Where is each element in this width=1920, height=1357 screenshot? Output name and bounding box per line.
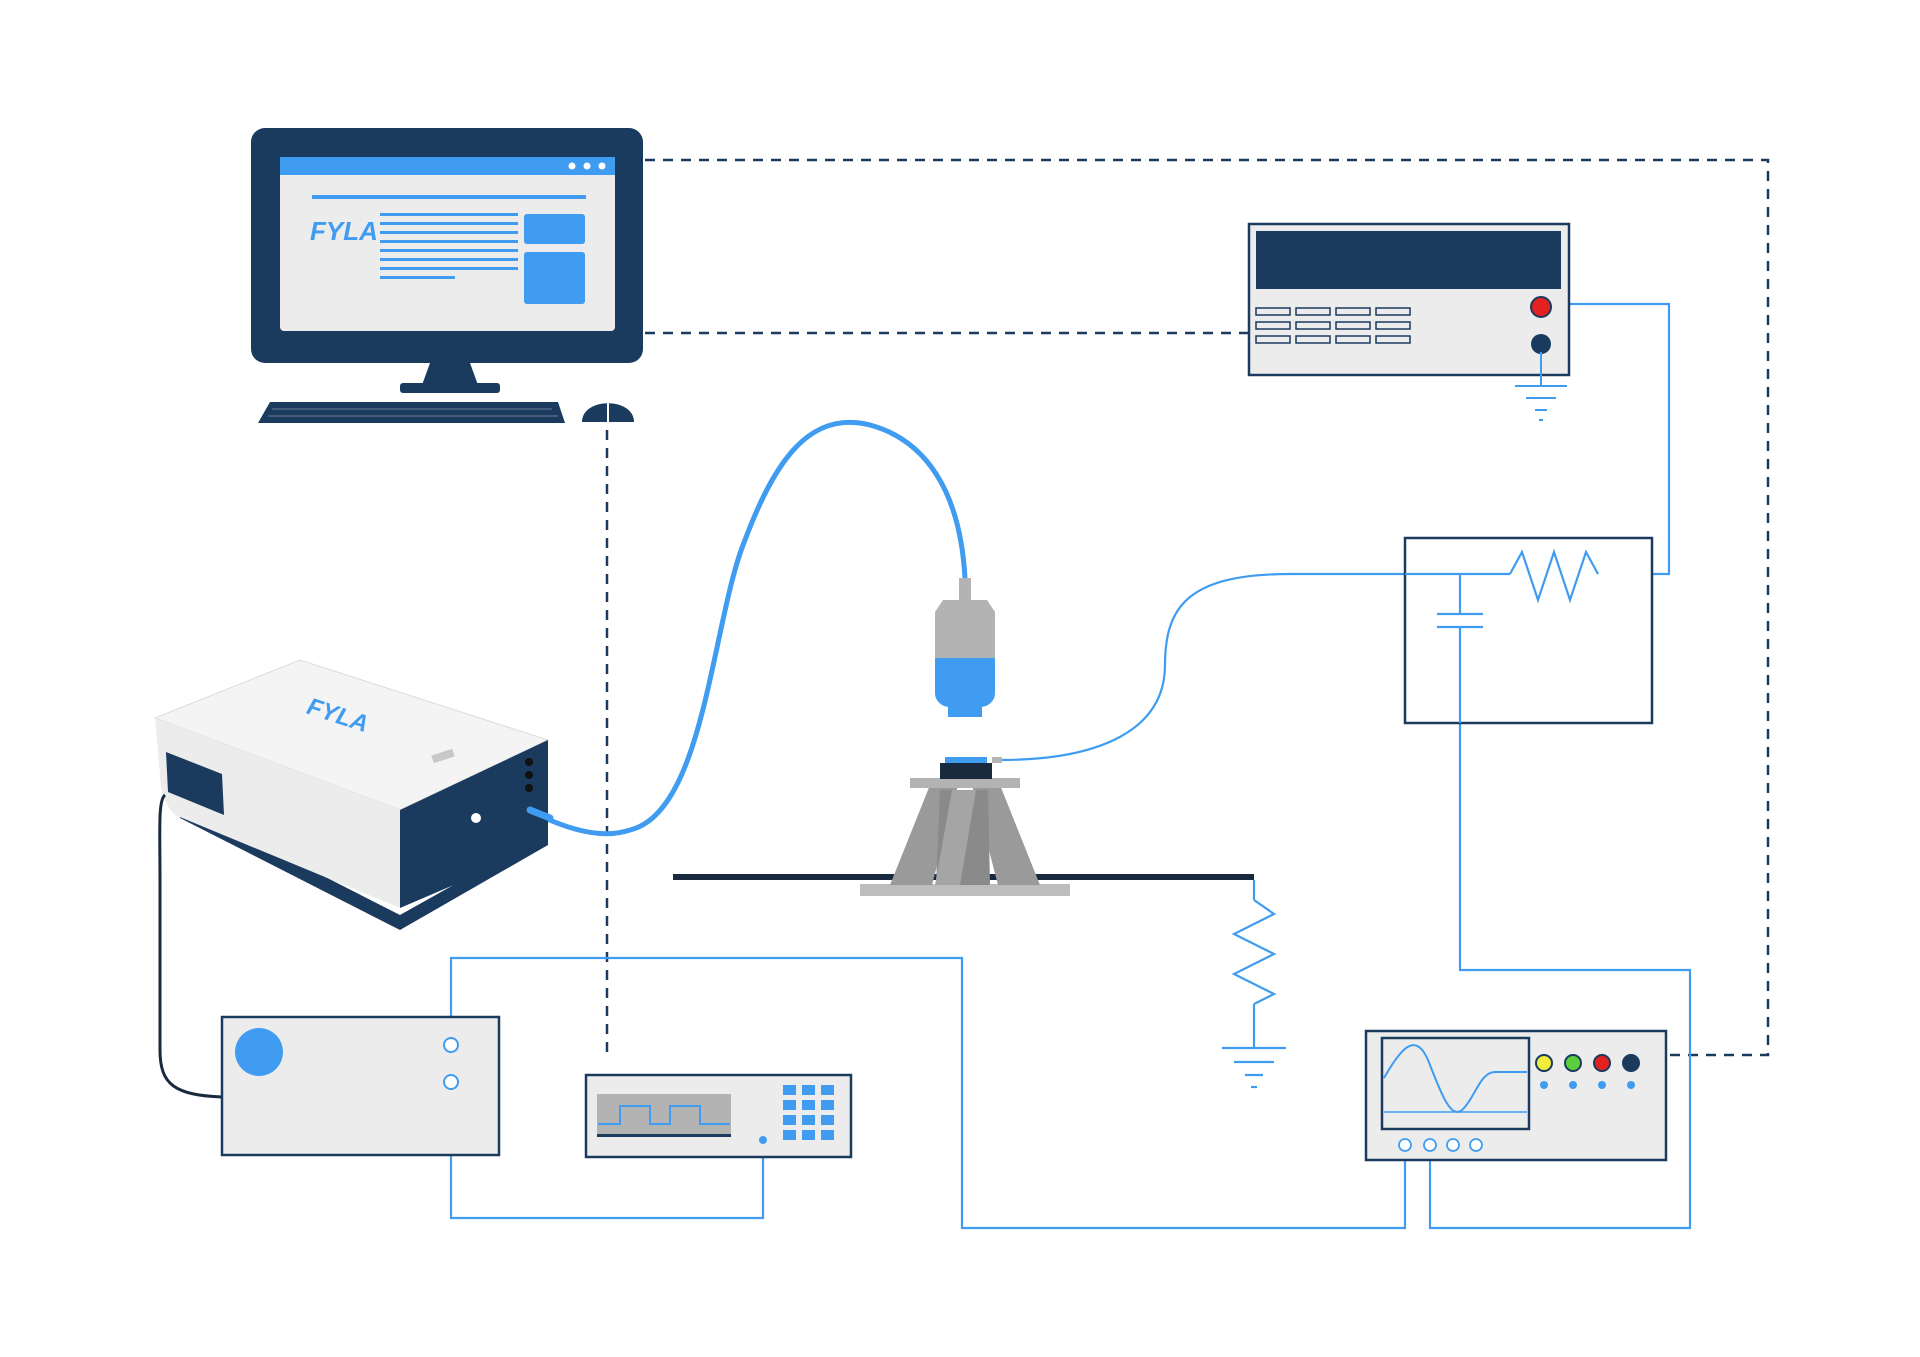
generator-keypad [783, 1085, 834, 1140]
oscilloscope-screen [1380, 1036, 1531, 1131]
rc-filter-icon [1403, 536, 1654, 725]
sample-holder [940, 763, 992, 779]
controller-port-icon [443, 1037, 459, 1053]
screen-text-lines [380, 213, 518, 279]
wire-rc-to-oscilloscope [1428, 644, 1692, 1230]
laser-indicator [431, 748, 455, 764]
monitor-base [400, 383, 500, 393]
dc-power-supply-icon [1247, 222, 1571, 377]
window-dot-icon [598, 162, 606, 170]
sample-contact-probe [992, 757, 1002, 763]
power-supply-display [1256, 231, 1561, 289]
resistor-icon [1231, 899, 1277, 1005]
ground-symbol-icon [1222, 1046, 1286, 1089]
laser-power-cable [158, 793, 223, 1099]
square-wave-icon [598, 1105, 730, 1125]
laser-fiber-port [526, 806, 554, 822]
controller-port-icon [443, 1074, 459, 1090]
objective-lens-icon [935, 578, 995, 717]
controller-box-icon [220, 1015, 501, 1157]
laser-front-panel [400, 740, 548, 908]
resistor-icon [1509, 548, 1599, 604]
channel-indicator-dots [1540, 1081, 1635, 1089]
laser-button-icon [525, 771, 533, 779]
laser-button-icon [525, 784, 533, 792]
channel-1-terminal-icon [1535, 1054, 1553, 1072]
laser-button-icon [525, 758, 533, 766]
fiber-laser-icon: FYLA [153, 659, 554, 930]
laser-base [180, 803, 548, 930]
screen-titlebar [280, 157, 615, 175]
channel-4-terminal-icon [1622, 1054, 1640, 1072]
sample [945, 757, 987, 763]
mouse-icon [582, 402, 634, 422]
screen-header-rule [312, 195, 586, 199]
channel-2-terminal-icon [1564, 1054, 1582, 1072]
window-dot-icon [583, 162, 591, 170]
tripod-stage-icon [673, 757, 1254, 896]
laser-key-switch-icon [471, 813, 481, 823]
screen-panel-small [524, 214, 585, 244]
keyboard-icon [258, 402, 565, 423]
negative-terminal-icon [1531, 334, 1551, 354]
function-generator-icon [584, 1073, 853, 1159]
controller-dial-icon [235, 1028, 283, 1076]
screen-panel-large [524, 252, 585, 304]
ground-symbol-icon [1515, 352, 1567, 421]
oscilloscope-input-ports [1398, 1138, 1483, 1152]
wire-controller-to-oscilloscope [449, 956, 1407, 1230]
window-dot-icon [568, 162, 576, 170]
positive-terminal-icon [1530, 296, 1552, 318]
wire-rc-to-sample [999, 572, 1405, 762]
computer: FYLA [251, 128, 643, 393]
laser-vent-panel [166, 752, 224, 815]
screen-logo: FYLA [310, 216, 378, 246]
generator-output-port-icon [759, 1136, 767, 1144]
channel-3-terminal-icon [1593, 1054, 1611, 1072]
laser-left-face [155, 718, 400, 908]
oscilloscope-icon [1364, 1029, 1668, 1162]
sine-wave-icon [1383, 1044, 1527, 1113]
power-supply-keypad [1255, 307, 1411, 344]
data-connection-lines [605, 158, 1770, 1057]
dashed-line-computer-to-oscilloscope [645, 158, 1770, 1057]
generator-display [597, 1094, 731, 1137]
optical-fiber-icon [543, 419, 968, 837]
monitor-neck [422, 363, 478, 385]
load-resistor-to-ground [1222, 880, 1286, 1089]
